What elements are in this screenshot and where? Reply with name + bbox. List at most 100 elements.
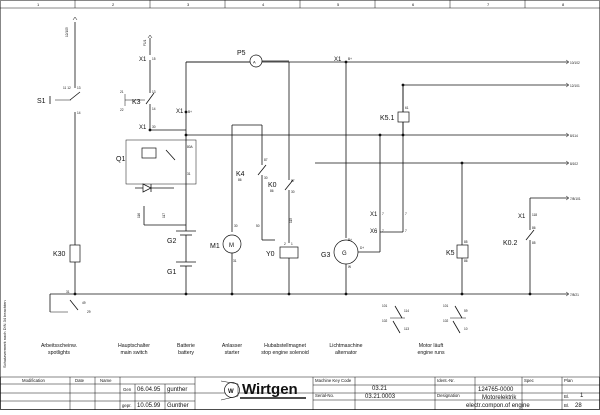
terminal-label: 14 [152, 107, 156, 111]
side-note: Schutzvermerk nach DIN 34 beachten [2, 300, 7, 368]
device-label-p5: P5 [237, 50, 246, 57]
caption-de: Arbeitsscheinw. [41, 343, 77, 349]
k5-relay [456, 161, 469, 296]
caption-de: Hubabstellmagnet [264, 343, 306, 349]
tb-spec-label: Spec [524, 378, 535, 383]
terminal-label: B+ [188, 110, 192, 114]
q1-relay-coil [141, 147, 157, 159]
terminal-label: 30 [291, 190, 295, 194]
rail-arrows [565, 59, 570, 297]
terminal-label: 30 [264, 176, 268, 180]
terminal-label: 86 [270, 189, 274, 193]
terminal-label: 118 [532, 213, 537, 217]
device-label-k5: K5 [446, 250, 455, 257]
terminal-label: 29 [87, 310, 91, 314]
caption-de: Lichtmaschine [329, 343, 362, 349]
tb-name-created: gunther [167, 387, 187, 393]
caption-de: Anlasser [222, 343, 242, 349]
terminal-label: X1 [176, 109, 184, 115]
terminal-label: 86 [238, 178, 242, 182]
device-label-m1: M1 [210, 243, 220, 250]
caption-en: main switch [120, 350, 147, 356]
k30-relay-coil [69, 244, 81, 263]
terminal-label: 85 [532, 241, 536, 245]
terminal-label: X6 [370, 229, 378, 235]
terminal-label: 116 [137, 213, 141, 218]
device-label-k0: K0 [268, 182, 277, 189]
starter-circuit [222, 62, 299, 296]
caption-en: alternator [335, 350, 357, 356]
terminal-label: 11 12 [63, 86, 71, 90]
terminal-label: 13 [152, 90, 156, 94]
tb-ident-value: 124765-0000 [478, 387, 514, 393]
main-switch-circuit [124, 34, 197, 296]
logo-letter: W [228, 389, 234, 395]
tb-header-name: Name [100, 378, 112, 383]
terminal-label: B+ [348, 57, 352, 61]
terminal-label: 85 [464, 240, 468, 244]
terminal-label: 80A [187, 145, 194, 149]
tb-serial-label: Serial-No. [315, 393, 334, 398]
terminal-label: 30 [152, 125, 156, 129]
terminal-label: 86 [464, 259, 468, 263]
device-label-s1: S1 [37, 98, 46, 105]
terminal-label: D+ [360, 246, 364, 250]
k5-relay-coil [456, 244, 469, 259]
tb-designation-de: Motorelektrik [482, 395, 517, 401]
terminal-label: B+ [348, 238, 352, 242]
motor-runs-contacts [390, 305, 466, 334]
terminal-label: 49 [82, 301, 86, 305]
terminal-label: 10 [464, 327, 468, 331]
terminal-label: 113 [404, 327, 409, 331]
column-number: 4 [262, 2, 265, 7]
terminal-label: 7 [405, 212, 407, 216]
alternator-g: G [342, 251, 347, 257]
company-name: Wirtgen [242, 381, 298, 398]
terminal-label: 87 [264, 158, 268, 162]
tb-header-modification: Modification [22, 378, 46, 383]
tb-date-created: 06.04.95 [137, 387, 161, 393]
terminal-label: 59 [464, 309, 468, 313]
stop-solenoid-coil [279, 246, 299, 259]
caption-en: spotlights [48, 350, 70, 356]
caption-de: Hauptschalter [118, 343, 150, 349]
terminal-label: 13 [77, 86, 81, 90]
terminal-label: 15 [152, 57, 156, 61]
column-number: 3 [187, 2, 190, 7]
device-label-k4: K4 [236, 171, 245, 178]
wire-number: 12/105 [65, 27, 69, 37]
tb-page-label: Bl. [564, 394, 569, 399]
tb-page-value: 1 [580, 393, 584, 399]
tb-designation-en: electr.compon.of engine [466, 403, 530, 409]
tb-plan-label: Plan [564, 378, 573, 383]
ammeter-p5 [186, 54, 289, 68]
k5-1-relay [397, 83, 410, 137]
tb-ident-label: Ident.-Nr. [437, 378, 455, 383]
wire-number: 12/101 [570, 84, 580, 88]
device-label-g2: G2 [167, 238, 176, 245]
column-number: 2 [112, 2, 115, 7]
terminal-label: 114 [404, 309, 409, 313]
column-number: 1 [37, 2, 40, 7]
device-label-k30: K30 [53, 251, 66, 258]
terminal-label: 22 [120, 108, 124, 112]
k0-2-relay [525, 198, 535, 296]
terminal-label: 87 [291, 179, 295, 183]
tb-name-checked: Gunther [167, 403, 189, 409]
device-label-k0-2: K0.2 [503, 240, 518, 247]
terminal-label: 7 [382, 212, 384, 216]
terminal-label: 102 [443, 319, 449, 323]
terminal-label: 115 [289, 218, 293, 223]
tb-serial-value: 03.21.0003 [365, 394, 396, 400]
rails [50, 61, 568, 295]
terminal-label: 50 [256, 224, 260, 228]
wire-number: 8/114 [570, 134, 578, 138]
wire-number: F1/1 [143, 39, 147, 46]
wire-number: 10/102 [570, 61, 580, 65]
terminal-label: 61 [405, 106, 409, 110]
caption-en: engine runs [417, 350, 445, 356]
terminal-label: W [348, 265, 351, 269]
ammeter-a: A [253, 60, 256, 65]
terminal-label: 86 [532, 226, 536, 230]
